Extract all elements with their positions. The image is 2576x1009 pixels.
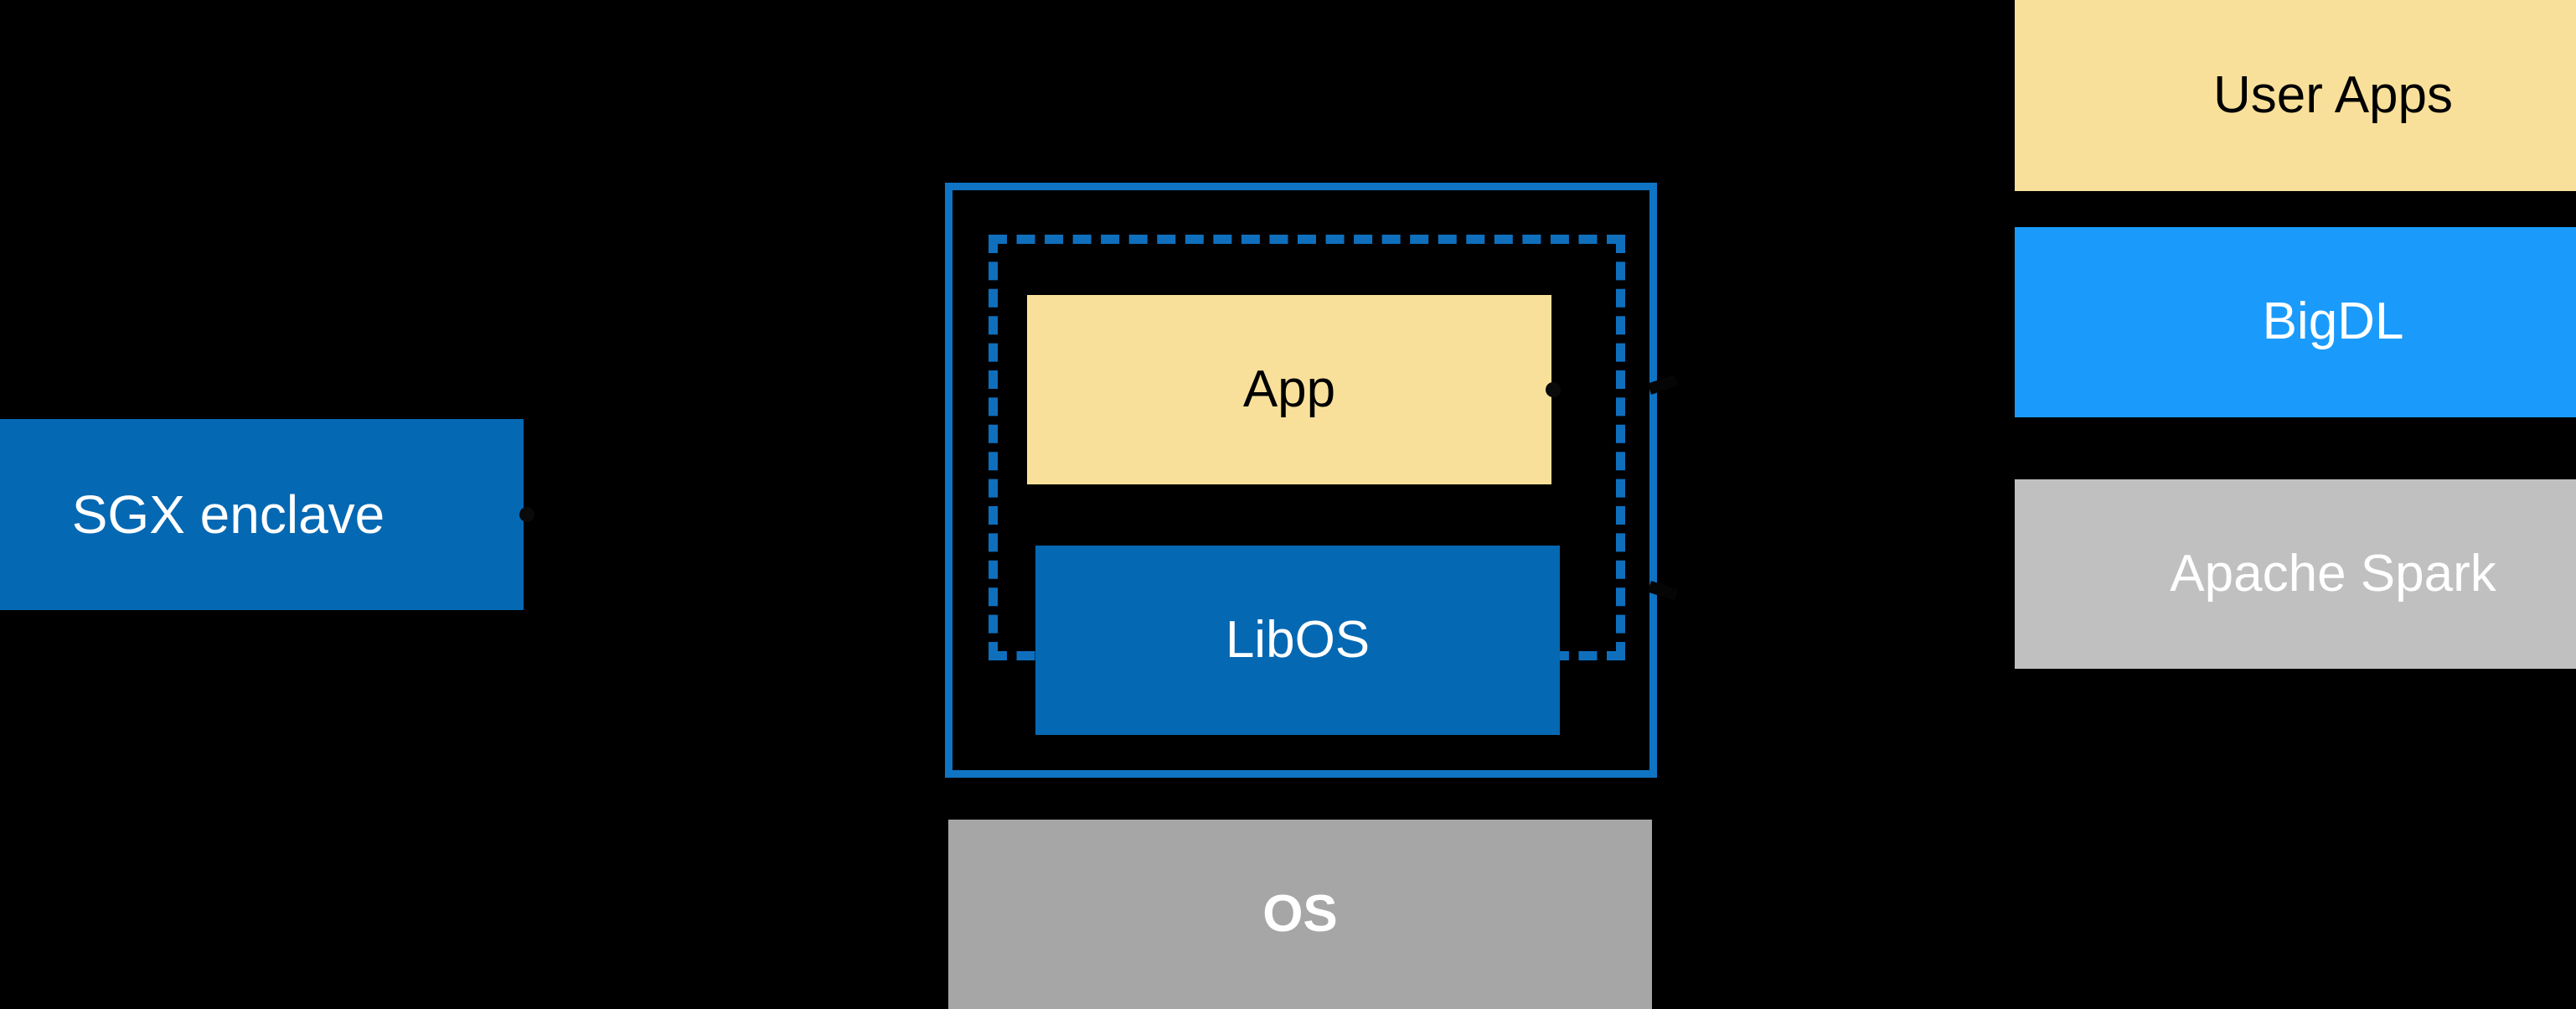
apache-spark-label: Apache Spark <box>2170 544 2496 603</box>
sgx-enclave-connector-dot <box>519 507 534 522</box>
enclave-container-outline <box>945 183 1657 778</box>
app-connector-dot <box>1546 382 1561 397</box>
user-apps-box[interactable]: User Apps <box>2015 0 2576 191</box>
libos-box[interactable]: LibOS <box>1035 546 1560 735</box>
os-label: OS <box>1262 884 1338 943</box>
apache-spark-box[interactable]: Apache Spark <box>2015 479 2576 669</box>
os-box[interactable]: OS <box>948 820 1652 1009</box>
libos-label: LibOS <box>1225 610 1371 669</box>
app-box[interactable]: App <box>1027 295 1551 484</box>
sgx-enclave-box[interactable]: SGX enclave <box>0 419 524 610</box>
app-label: App <box>1242 360 1336 418</box>
bigdl-box[interactable]: BigDL <box>2015 227 2576 417</box>
sgx-enclave-label: SGX enclave <box>71 484 385 545</box>
bigdl-label: BigDL <box>2262 292 2404 351</box>
user-apps-label: User Apps <box>2212 65 2454 124</box>
